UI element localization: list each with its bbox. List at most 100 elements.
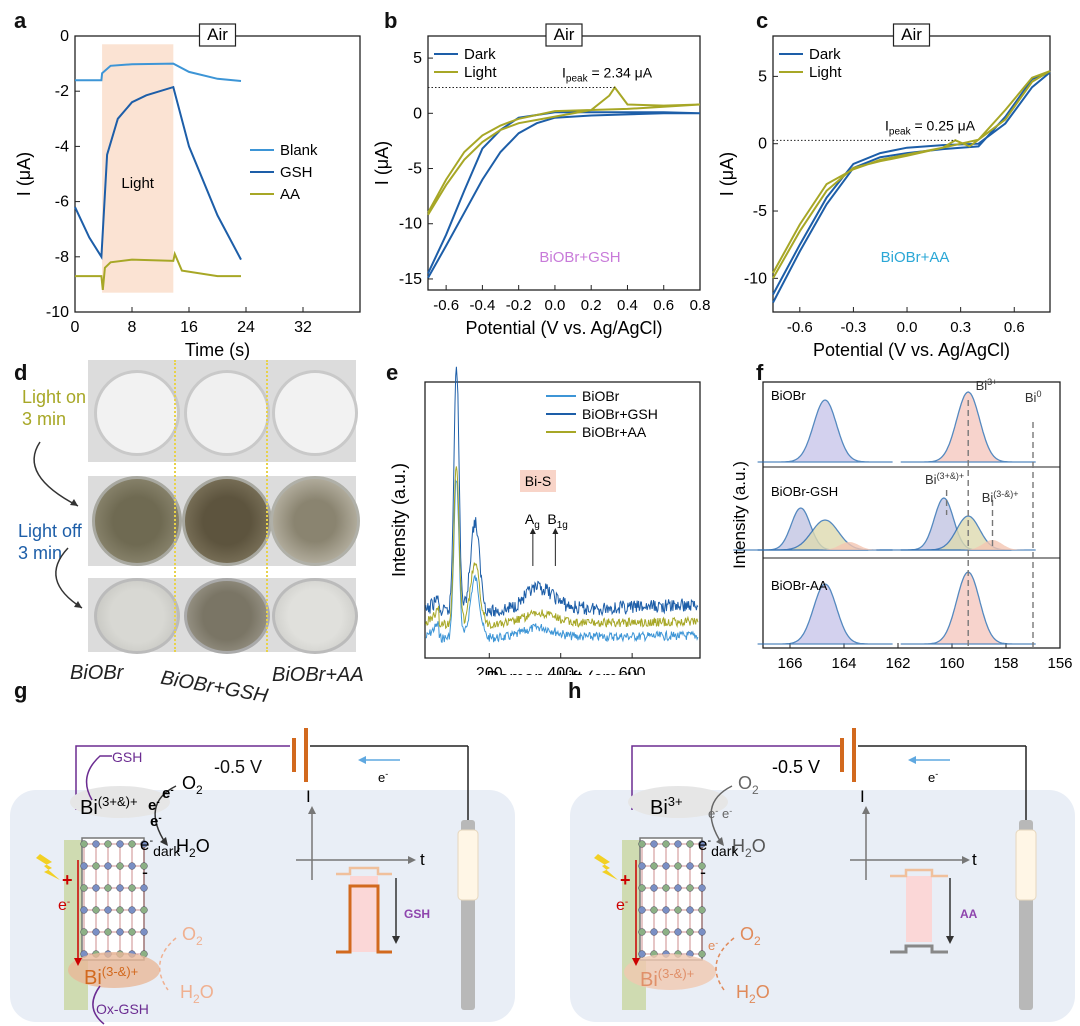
wire-electron-g: e- — [378, 769, 388, 785]
lattice-atom — [650, 906, 658, 914]
o2-label-g: O2 — [182, 773, 203, 797]
y-axis-label: I (μA) — [717, 152, 737, 196]
lattice-atom — [116, 884, 124, 892]
lattice-atom — [638, 862, 646, 870]
peak-label: Ipeak = 0.25 μA — [885, 117, 976, 137]
y-tick-label: 5 — [413, 50, 422, 67]
top-bi-g: Bi(3+&)+ — [80, 794, 138, 819]
dotted-separator — [174, 360, 176, 652]
series-line-dark — [427, 111, 701, 279]
lattice-atom — [698, 840, 706, 848]
schematic-h: -0.5 V e- Bi3+ Bi(3-&)+ O2 H2O e- e- O2 … — [570, 728, 1075, 1022]
sample-annotation: BiOBr+AA — [881, 249, 950, 266]
lattice-atom — [698, 906, 706, 914]
h2o-label-g: H2O — [176, 836, 210, 860]
lattice-atom — [638, 906, 646, 914]
chart-title: Air — [207, 25, 228, 44]
bi-s-box — [520, 470, 556, 492]
lattice-atom — [638, 928, 646, 936]
x-tick-label: 0.4 — [617, 297, 638, 314]
lattice-atom — [80, 928, 88, 936]
lattice-atom — [104, 840, 112, 848]
well — [182, 476, 272, 566]
x-tick-label: 160 — [939, 655, 964, 672]
panel-label-b: b — [384, 8, 398, 33]
x-tick-label: 0 — [71, 319, 80, 336]
lattice-atom — [80, 906, 88, 914]
plot-frame — [762, 381, 1061, 649]
lattice-atom — [128, 840, 136, 848]
title-box — [892, 23, 931, 47]
lattice-atom — [140, 928, 148, 936]
legend-label: Blank — [280, 142, 318, 159]
y-tick-label: -10 — [744, 270, 767, 287]
lattice-atom — [104, 862, 112, 870]
sample-label: BiOBr-AA — [771, 578, 828, 593]
panel-label-c: c — [756, 8, 769, 33]
sample-annotation: BiOBr+GSH — [539, 249, 620, 266]
voltage-label-h: -0.5 V — [772, 757, 820, 777]
minus-sign-h: - — [700, 862, 706, 882]
lightning-icon — [594, 854, 618, 880]
o2-label-h: O2 — [738, 773, 759, 797]
lattice-atom — [80, 884, 88, 892]
light-on-label: Light on 3 min — [22, 386, 86, 430]
x-tick-label: -0.3 — [840, 319, 866, 336]
inset-axis-t-g: t — [420, 850, 425, 869]
gsh-label-g: GSH — [112, 749, 142, 765]
lattice-atom — [92, 884, 100, 892]
well — [94, 578, 180, 654]
oxidation-state-label: Bi(3+&)+ — [925, 471, 964, 487]
x-tick-label: 0.0 — [897, 319, 918, 336]
lattice-atom — [698, 884, 706, 892]
legend-label: BiOBr — [582, 388, 620, 404]
peak-mode-label: Ag — [525, 511, 540, 531]
plot-frame — [424, 381, 701, 659]
lattice-atom — [662, 862, 670, 870]
panel-label-e: e — [386, 360, 399, 385]
light-on-duration: 3 min — [22, 409, 67, 429]
x-tick-label: 0.0 — [545, 297, 566, 314]
series-line-biobr — [425, 478, 699, 643]
svg-text:e-: e- — [150, 813, 162, 830]
x-tick-label: 162 — [885, 655, 910, 672]
chart-title: Air — [554, 25, 575, 44]
inset-axis-i-h: I — [860, 787, 865, 806]
inset-tag-g: GSH — [404, 907, 430, 921]
photo-arrows — [33, 441, 83, 609]
x-axis-label: Potential (V vs. Ag/AgCl) — [813, 340, 1010, 360]
y-tick-label: -10 — [399, 216, 422, 233]
xps-peak — [757, 399, 893, 463]
y-tick-label: -5 — [408, 161, 422, 178]
lattice-atom — [140, 840, 148, 848]
series-line-light — [427, 85, 701, 216]
e-dark-h: e-dark — [698, 835, 739, 859]
xps-peak — [900, 391, 1036, 463]
lattice-atom — [686, 862, 694, 870]
legend-label: AA — [280, 186, 300, 203]
panel-label-a: a — [14, 8, 27, 33]
lattice-atom — [686, 884, 694, 892]
y-tick-label: 0 — [413, 105, 422, 122]
title-box — [545, 23, 583, 47]
o2-faded-g: O2 — [182, 924, 203, 948]
inset-axis-i-g: I — [306, 787, 311, 806]
lattice-atom — [128, 906, 136, 914]
xps-peak — [781, 542, 917, 550]
lattice-atom — [116, 840, 124, 848]
y-tick-label: -2 — [55, 83, 69, 100]
chart-title: Air — [901, 25, 922, 44]
y-tick-label: 0 — [60, 28, 69, 45]
lattice-atom — [662, 906, 670, 914]
title-box — [198, 23, 237, 47]
x-tick-label: 32 — [294, 319, 312, 336]
h2o-faded-h: H2O — [736, 982, 770, 1006]
lattice-atom — [686, 906, 694, 914]
series-line-dark — [772, 71, 1051, 304]
x-axis-label: Time (s) — [185, 340, 250, 360]
x-tick-label: 0.6 — [1004, 319, 1025, 336]
electron-hole-h: e- — [616, 897, 628, 914]
lattice-atom — [140, 862, 148, 870]
x-tick-label: -0.6 — [433, 297, 459, 314]
